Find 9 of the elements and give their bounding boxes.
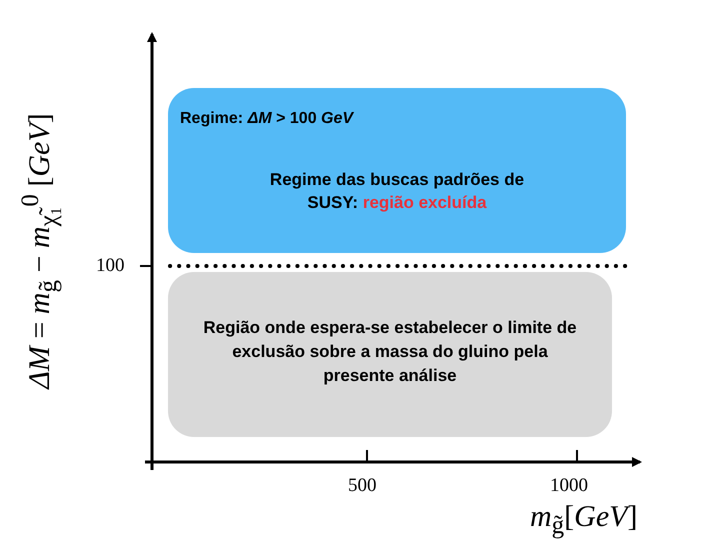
regime-heading: Regime: ΔM > 100 GeV [180, 110, 354, 128]
excluded-region-box [168, 88, 626, 253]
region-description: Região onde espera-se estabelecer o limite de exclusão sobre a massa do gluino pela presente análise [202, 317, 578, 387]
search-region-box [168, 272, 612, 437]
tick-label: 1000 [550, 475, 588, 497]
tick-label: 500 [348, 475, 376, 497]
tick-label: 100 [96, 255, 124, 277]
x-axis-title: m$_{g̃}$[GeV] [530, 500, 638, 540]
region-description: Regime das buscas padrões de SUSY: região excluída [268, 169, 526, 214]
